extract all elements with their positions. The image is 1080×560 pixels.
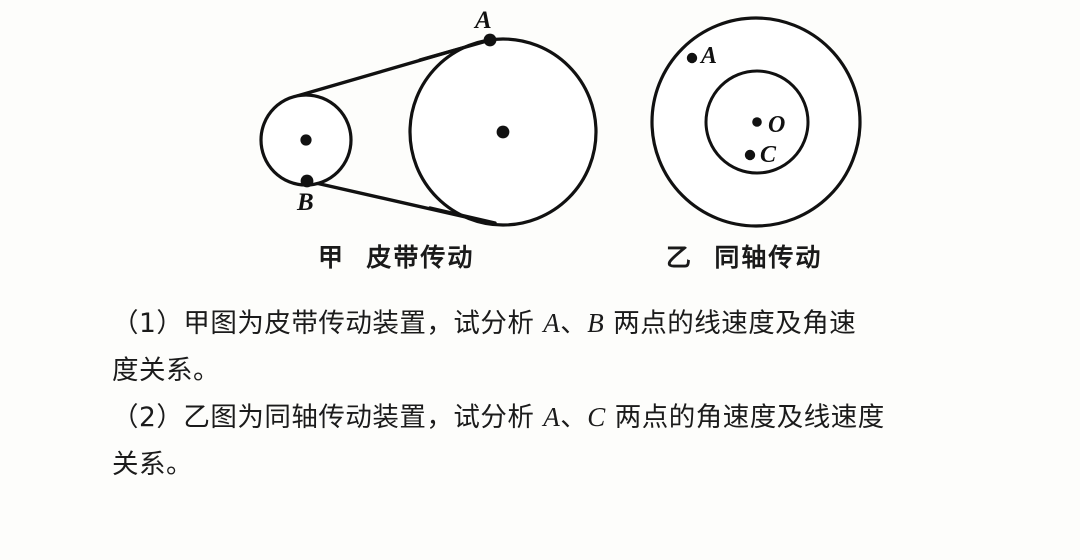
question-2-point-a: A bbox=[543, 402, 561, 432]
point-A-coax-dot bbox=[686, 52, 698, 64]
point-O-coax-dot bbox=[752, 117, 762, 127]
question-1-point-a: A bbox=[543, 308, 561, 338]
physics-diagram-svg bbox=[259, 16, 862, 228]
question-1-separator: 、 bbox=[560, 308, 588, 339]
coaxial-drive-diagram bbox=[650, 16, 862, 228]
question-1-text-post: 两点的线速度及角速 bbox=[604, 308, 857, 339]
question-1-point-b: B bbox=[587, 308, 605, 338]
question-2-text-pre: （2）乙图为同轴传动装置，试分析 bbox=[112, 402, 544, 433]
question-1-text-pre: （1）甲图为皮带传动装置，试分析 bbox=[112, 308, 544, 339]
question-2-text-post: 两点的角速度及线速度 bbox=[605, 402, 885, 433]
large-pulley-center-dot bbox=[496, 125, 510, 139]
question-2-line-2: 关系。 bbox=[112, 449, 193, 480]
figure-caption-coaxial-drive: 乙 同轴传动 bbox=[666, 243, 823, 272]
small-pulley-center-dot bbox=[300, 134, 312, 146]
question-2-line-1: （2）乙图为同轴传动装置，试分析 A、C 两点的角速度及线速度 bbox=[112, 394, 1052, 441]
point-label-C-coaxial: C bbox=[760, 142, 777, 168]
point-C-coax-dot bbox=[744, 149, 756, 161]
point-label-O-coaxial: O bbox=[768, 112, 786, 138]
question-2-separator: 、 bbox=[560, 402, 588, 433]
question-1-line-1: （1）甲图为皮带传动装置，试分析 A、B 两点的线速度及角速 bbox=[112, 300, 1052, 347]
figure-caption-belt-drive: 甲 皮带传动 bbox=[318, 243, 475, 272]
point-label-A-coaxial: A bbox=[701, 43, 718, 69]
question-block: （1）甲图为皮带传动装置，试分析 A、B 两点的线速度及角速 度关系。 （2）乙… bbox=[112, 300, 1052, 488]
belt-lower-tangent-touch bbox=[428, 206, 497, 225]
question-1-line-2: 度关系。 bbox=[112, 355, 220, 386]
question-2-point-c: C bbox=[587, 402, 606, 432]
figure-area: A B A O C 甲 皮带传动 乙 同轴传动 bbox=[259, 7, 862, 272]
belt-drive-diagram bbox=[259, 33, 598, 227]
point-label-B-belt: B bbox=[297, 189, 314, 216]
point-A-belt-dot bbox=[483, 33, 497, 47]
point-B-belt-dot bbox=[300, 174, 314, 188]
point-label-A-belt: A bbox=[475, 7, 492, 34]
belt-upper-tangent-touch bbox=[418, 37, 494, 62]
